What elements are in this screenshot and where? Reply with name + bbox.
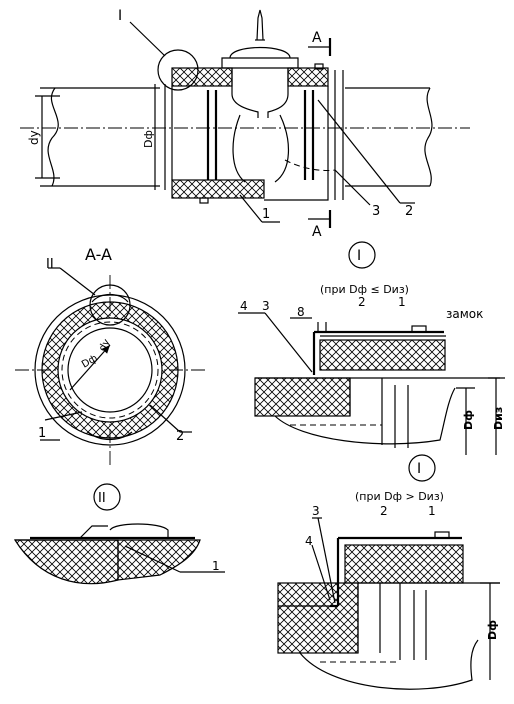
section-title: A-A — [85, 245, 112, 264]
section-A-top: A — [312, 30, 322, 46]
d3-n3: 3 — [312, 504, 320, 518]
d3-n2: 2 — [380, 504, 388, 518]
d1-n8: 8 — [297, 305, 305, 319]
labels: I A A dy Dф 1 3 2 A-A II Dф dy 1 2 I (пр… — [27, 8, 505, 640]
detail1-mark: I — [357, 248, 361, 264]
detail2-mark: II — [98, 491, 106, 506]
d1-df: Dф — [462, 410, 475, 430]
section-a-a — [15, 267, 205, 465]
d3-n4: 4 — [305, 534, 313, 548]
d1-n2: 2 — [358, 295, 366, 309]
section-n2: 2 — [176, 429, 184, 444]
mark-I: I — [118, 8, 122, 24]
detail-II — [13, 483, 225, 585]
section-n1: 1 — [38, 426, 46, 441]
lock-label: замок — [446, 307, 483, 321]
d1-n4: 4 — [240, 299, 248, 313]
detail3-mark: I — [417, 461, 421, 477]
d1-n3: 3 — [262, 299, 270, 313]
d2-n1: 1 — [212, 559, 220, 573]
mark-II: II — [46, 257, 54, 272]
section-du: dy — [97, 337, 113, 353]
detail-I-1 — [238, 241, 505, 455]
label-n1: 1 — [262, 207, 270, 222]
label-n2: 2 — [405, 204, 413, 219]
section-A-bottom: A — [312, 224, 322, 240]
detail-I-2 — [277, 454, 500, 690]
detail1-cond: (при Dф ≤ Dиз) — [320, 283, 409, 296]
detail3-cond: (при Dф > Dиз) — [355, 490, 444, 503]
label-df: Dф — [142, 130, 155, 148]
main-view — [20, 9, 470, 228]
d1-n1: 1 — [398, 295, 406, 309]
d3-n1: 1 — [428, 504, 436, 518]
d1-diz: Dиз — [492, 407, 505, 430]
label-du: dy — [27, 130, 41, 145]
label-n3: 3 — [372, 204, 380, 219]
d3-df: Dф — [486, 620, 499, 640]
